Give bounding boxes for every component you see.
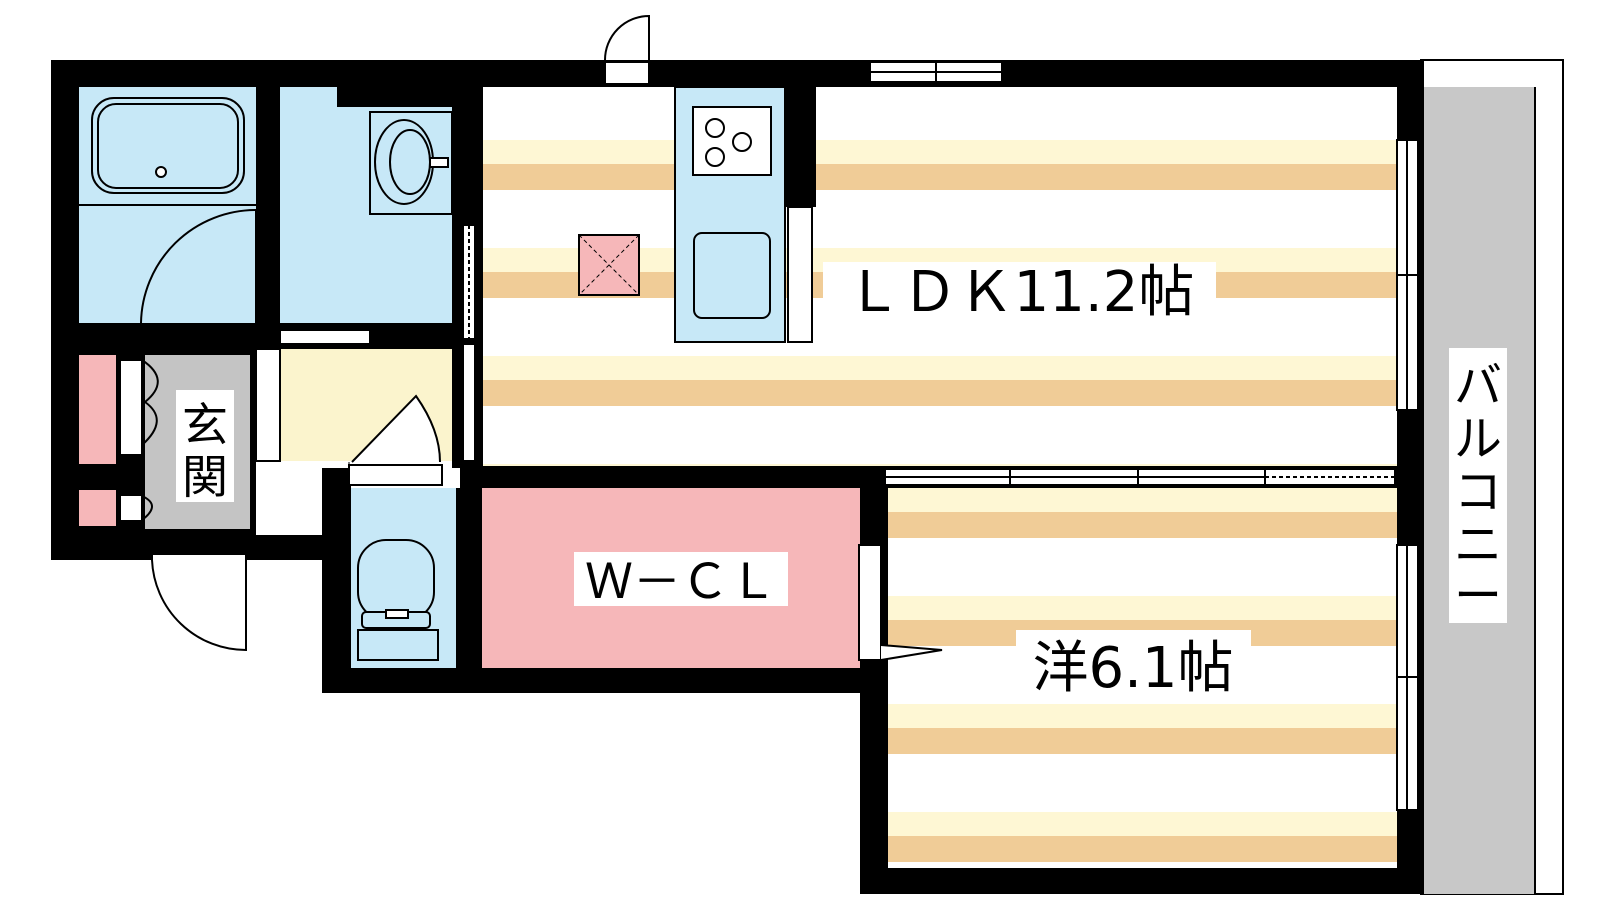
bathtub-icon [91,97,245,194]
balcony [1420,59,1564,895]
entrance-label-1: 玄 [182,398,228,452]
balcony-label-char: ル [1454,411,1502,467]
window-top [869,61,1003,83]
sliding-door-ldk-western [884,468,1396,486]
balcony-label-bg [1449,348,1507,623]
wcl-door [858,544,943,661]
ldk-label: ＬＤＫ11.2帖 [846,260,1195,325]
toilet-door-swing [351,394,441,463]
ldk-label-bg [823,262,1216,320]
service-door [604,14,650,85]
window-ldk-right [1396,139,1419,411]
wall-kitchen [785,87,816,207]
window-western-right [1396,544,1419,811]
balcony-label-char: バ [1454,358,1502,414]
entry-door-swing [151,555,247,652]
wcl-label: Ｗ－ＣＬ [585,554,777,610]
western-label-bg [1016,630,1251,694]
wall-bath-bottom [79,323,280,349]
balcony-label-char: コ [1454,464,1502,520]
entrance-label-bg [176,390,234,502]
wall-wcl-left [456,488,482,668]
toilet-room [351,488,456,668]
entrance-label-2: 関 [182,450,228,504]
kitchen-counter [674,86,786,343]
shoe-cabinet [79,355,116,464]
western-label: 洋6.1帖 [1032,636,1233,701]
balcony-label-char: ー [1454,568,1502,624]
wcl-label-bg [574,552,788,606]
washroom [279,87,453,349]
bathroom [79,87,257,324]
fridge-space [578,234,640,296]
hallway [255,348,452,486]
wall-bath-right [256,87,280,337]
stove-icon [692,106,772,176]
sink-icon [693,232,771,319]
balcony-label-char: ニ [1454,517,1502,573]
